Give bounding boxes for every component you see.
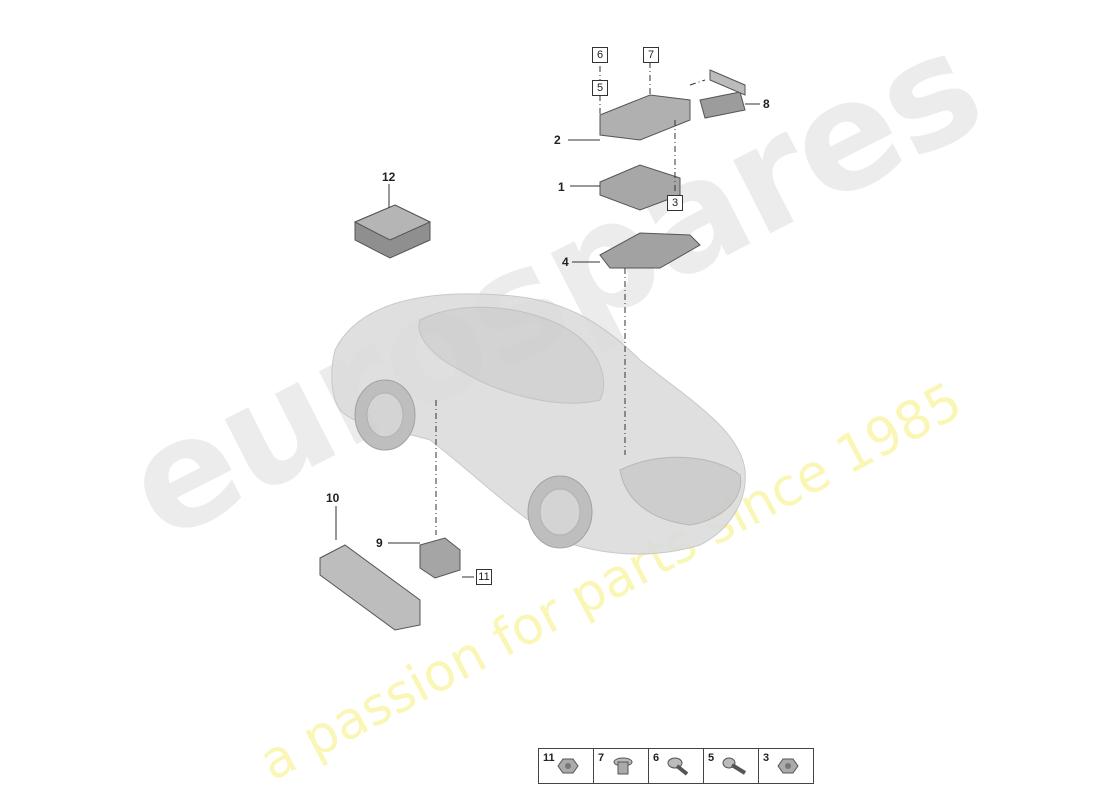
- car-illustration: [331, 293, 746, 555]
- part-10-bracket: [319, 544, 421, 631]
- callout-10: 10: [326, 491, 340, 505]
- callout-8: 8: [763, 97, 770, 111]
- legend-item: 7: [594, 749, 649, 783]
- legend-item: 6: [649, 749, 704, 783]
- boxref-3: 3: [667, 195, 683, 211]
- boxref-7: 7: [643, 47, 659, 63]
- assembly-guides: [435, 62, 706, 535]
- boxref-6: 6: [592, 47, 608, 63]
- bolt-icon: [722, 757, 747, 775]
- boxref-5: 5: [592, 80, 608, 96]
- legend-item: 11: [539, 749, 594, 783]
- callout-9: 9: [376, 536, 383, 550]
- part-8-module: [699, 69, 746, 119]
- callout-1: 1: [558, 180, 565, 194]
- nut-icon: [557, 758, 579, 774]
- spacer-icon: [613, 757, 633, 775]
- part-9-control-unit: [419, 537, 461, 579]
- callout-4: 4: [562, 255, 569, 269]
- part-4-plate: [599, 232, 701, 269]
- fastener-legend: 11 7 6 5 3: [538, 748, 814, 784]
- callout-12: 12: [382, 170, 396, 184]
- part-12-control-unit: [353, 204, 432, 259]
- screw-icon: [667, 757, 689, 776]
- boxref-11: 11: [476, 569, 492, 585]
- legend-item: 5: [704, 749, 759, 783]
- nut-icon: [777, 758, 799, 774]
- legend-item: 3: [759, 749, 813, 783]
- part-2-bracket: [599, 94, 691, 141]
- callout-2: 2: [554, 133, 561, 147]
